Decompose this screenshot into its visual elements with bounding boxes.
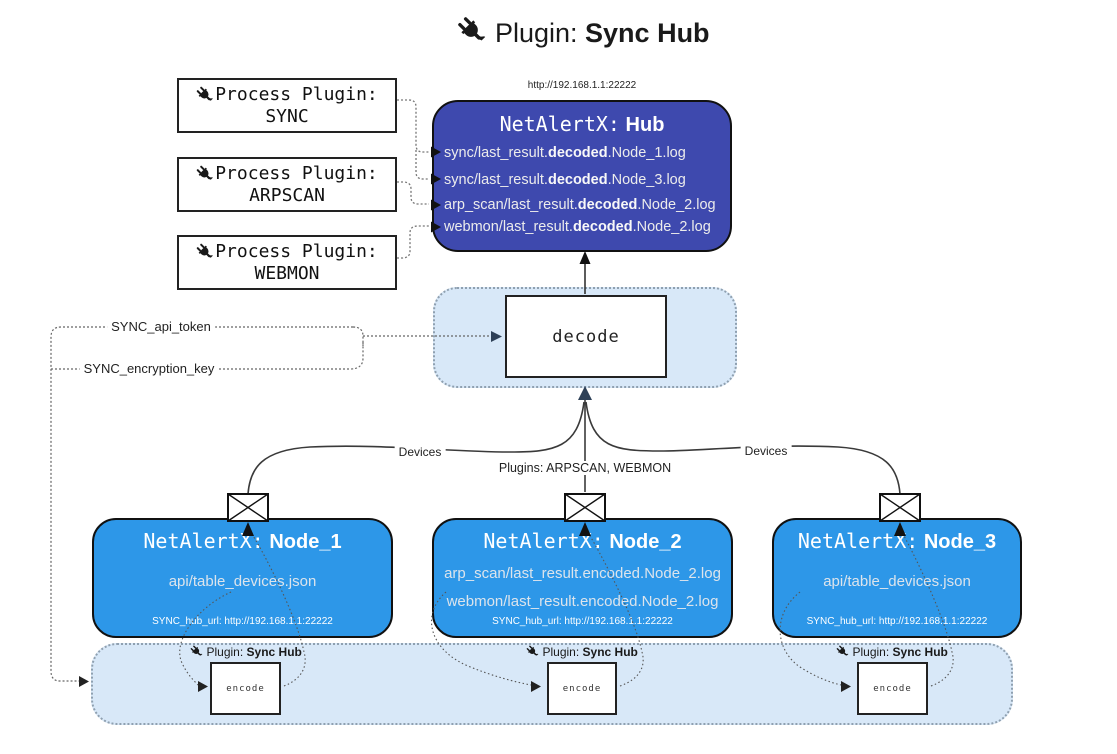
hub-log-post: .Node_3.log bbox=[607, 172, 686, 188]
hub-log-bold: decoded bbox=[547, 172, 608, 188]
node-box-3: NetAlertX: Node_3 api/table_devices.json… bbox=[772, 518, 1022, 638]
plug-icon bbox=[196, 86, 214, 104]
devices-edge-label-right: Devices bbox=[740, 444, 792, 458]
encoder-plugin-label: Plugin: Sync Hub bbox=[836, 645, 948, 659]
hub-log-line: sync/last_result.decoded.Node_1.log bbox=[444, 145, 686, 161]
hub-log-pre: sync/last_result. bbox=[444, 145, 548, 161]
process-plugin-label: Process Plugin: bbox=[215, 240, 378, 262]
node-name-prefix: NetAlertX: bbox=[143, 529, 264, 553]
process-plugin-label-row: Process Plugin: bbox=[196, 163, 378, 185]
hub-log-pre: arp_scan/last_result. bbox=[444, 197, 578, 213]
encoder-plugin-prefix: Plugin: bbox=[206, 645, 244, 660]
process-plugin-box-sync: Process Plugin: SYNC bbox=[177, 78, 397, 133]
title-prefix: Plugin: bbox=[494, 17, 578, 48]
hub-log-pre: webmon/last_result. bbox=[444, 219, 573, 235]
node-name-prefix: NetAlertX: bbox=[483, 529, 604, 553]
node-box-2: NetAlertX: Node_2 arp_scan/last_result.e… bbox=[432, 518, 733, 638]
node-file: arp_scan/last_result.encoded.Node_2.log bbox=[444, 565, 721, 582]
encode-box-3: encode bbox=[857, 662, 928, 715]
node-title: NetAlertX: Node_3 bbox=[774, 529, 1020, 554]
plug-icon bbox=[836, 645, 849, 658]
encode-label: encode bbox=[562, 683, 602, 694]
envelope-icon bbox=[564, 493, 606, 522]
page-title: Plugin: Sync Hub bbox=[0, 16, 1117, 49]
encoder-plugin-label: Plugin: Sync Hub bbox=[190, 645, 302, 659]
hub-log-bold: decoded bbox=[577, 197, 638, 213]
hub-log-post: .Node_2.log bbox=[632, 219, 711, 235]
nodes-to-decode-funnel bbox=[247, 398, 901, 495]
plug-icon bbox=[190, 645, 203, 658]
process-plugin-label: Process Plugin: bbox=[215, 83, 378, 105]
envelope-icon bbox=[227, 493, 269, 522]
encode-label: encode bbox=[226, 683, 265, 694]
node-file: webmon/last_result.encoded.Node_2.log bbox=[446, 593, 719, 610]
band-entry-arrowhead bbox=[79, 676, 89, 687]
process-plugin-box-arpscan: Process Plugin: ARPSCAN bbox=[177, 157, 397, 212]
node-name: Node_2 bbox=[609, 531, 682, 553]
process-plugin-name: ARPSCAN bbox=[249, 184, 325, 206]
decode-label: decode bbox=[552, 326, 620, 347]
node-title: NetAlertX: Node_1 bbox=[94, 529, 391, 554]
hub-box: NetAlertX: Hub sync/last_result.decoded.… bbox=[432, 100, 732, 252]
encode-label: encode bbox=[873, 683, 912, 694]
envelope-icon bbox=[879, 493, 921, 522]
node-hub-url: SYNC_hub_url: http://192.168.1.1:22222 bbox=[492, 616, 673, 627]
hub-log-post: .Node_1.log bbox=[607, 145, 686, 161]
sync-encryption-key-label: SYNC_encryption_key bbox=[79, 361, 219, 376]
decode-to-hub-arrowhead bbox=[579, 251, 591, 264]
process-plugin-label-row: Process Plugin: bbox=[196, 241, 378, 263]
plug-icon bbox=[526, 645, 539, 658]
encoder-plugin-label: Plugin: Sync Hub bbox=[526, 645, 638, 659]
node-file: api/table_devices.json bbox=[168, 573, 317, 590]
process-plugin-label: Process Plugin: bbox=[215, 162, 378, 184]
node-hub-url: SYNC_hub_url: http://192.168.1.1:22222 bbox=[152, 616, 333, 627]
encode-box-2: encode bbox=[547, 662, 617, 715]
hub-log-pre: sync/last_result. bbox=[444, 172, 548, 188]
plug-icon bbox=[457, 16, 487, 46]
encoder-plugin-prefix: Plugin: bbox=[542, 645, 580, 660]
node-file: api/table_devices.json bbox=[823, 573, 971, 590]
process-plugin-box-webmon: Process Plugin: WEBMON bbox=[177, 235, 397, 290]
hub-log-post: .Node_2.log bbox=[637, 197, 716, 213]
process-plugin-name: WEBMON bbox=[254, 262, 320, 284]
title-name: Sync Hub bbox=[585, 17, 710, 48]
hub-log-bold: decoded bbox=[547, 145, 608, 161]
node-name: Node_3 bbox=[923, 531, 997, 553]
node-title: NetAlertX: Node_2 bbox=[434, 529, 731, 554]
hub-title: NetAlertX: Hub bbox=[434, 112, 730, 137]
hub-name: Hub bbox=[625, 114, 665, 136]
funnel-arrowhead bbox=[578, 386, 592, 400]
encode-box-1: encode bbox=[210, 662, 281, 715]
sync-api-token-label: SYNC_api_token bbox=[107, 319, 215, 334]
node-box-1: NetAlertX: Node_1 api/table_devices.json… bbox=[92, 518, 393, 638]
hub-url-label: http://192.168.1.1:22222 bbox=[527, 80, 637, 91]
encoder-plugin-name: Sync Hub bbox=[246, 645, 302, 660]
hub-log-line: arp_scan/last_result.decoded.Node_2.log bbox=[444, 197, 716, 213]
plug-icon bbox=[196, 165, 214, 183]
node-name: Node_1 bbox=[269, 531, 342, 553]
plug-icon bbox=[196, 243, 214, 261]
hub-log-line: webmon/last_result.decoded.Node_2.log bbox=[444, 219, 711, 235]
encoder-plugin-prefix: Plugin: bbox=[852, 645, 890, 660]
process-plugin-label-row: Process Plugin: bbox=[196, 84, 378, 106]
node-name-prefix: NetAlertX: bbox=[797, 529, 919, 553]
hub-log-line: sync/last_result.decoded.Node_3.log bbox=[444, 172, 686, 188]
plugin-to-hub-connectors bbox=[397, 99, 429, 259]
encoder-plugin-name: Sync Hub bbox=[892, 645, 948, 660]
encoder-plugin-name: Sync Hub bbox=[582, 645, 638, 660]
devices-edge-label-left: Devices bbox=[394, 445, 446, 459]
hub-name-prefix: NetAlertX: bbox=[499, 112, 620, 136]
decode-box: decode bbox=[505, 295, 667, 378]
node-hub-url: SYNC_hub_url: http://192.168.1.1:22222 bbox=[806, 616, 988, 627]
process-plugin-name: SYNC bbox=[265, 105, 309, 127]
hub-log-bold: decoded bbox=[572, 219, 633, 235]
plugins-edge-label: Plugins: ARPSCAN, WEBMON bbox=[494, 461, 676, 475]
